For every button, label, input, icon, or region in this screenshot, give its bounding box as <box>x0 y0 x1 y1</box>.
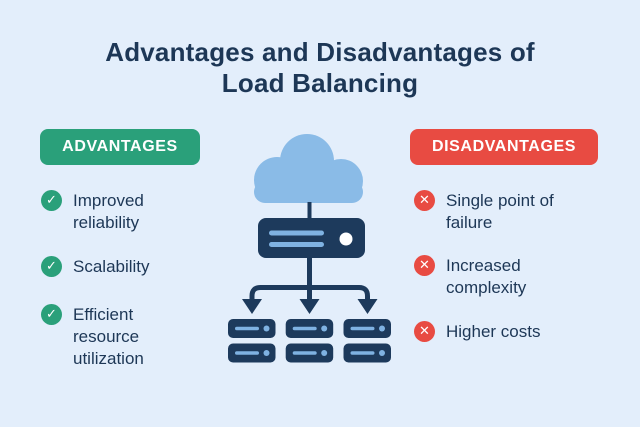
server-icon <box>228 319 276 338</box>
disadvantages-badge-label: DISADVANTAGES <box>431 138 577 155</box>
list-item-label: Single point of failure <box>446 191 554 232</box>
branch-arrows <box>242 258 378 314</box>
arrow-down-icon <box>299 299 320 314</box>
server-icon <box>285 319 334 338</box>
list-item-efficient-resource-utilization: ✓ Efficient resource utilization <box>41 304 185 370</box>
list-item-label: Higher costs <box>446 322 541 341</box>
advantages-badge: ADVANTAGES <box>40 129 200 165</box>
check-icon: ✓ <box>41 304 62 325</box>
load-balancing-diagram <box>228 134 391 363</box>
list-item-label: Improved reliability <box>73 191 144 232</box>
server-icon <box>343 319 391 338</box>
list-item-improved-reliability: ✓ Improved reliability <box>41 190 185 234</box>
list-item-label: Scalability <box>73 257 150 276</box>
cloud-icon <box>254 134 363 203</box>
x-icon: ✕ <box>414 321 435 342</box>
list-item-scalability: ✓ Scalability <box>41 256 150 278</box>
server-rack <box>228 319 391 363</box>
arrow-down-icon <box>242 299 262 314</box>
server-icon <box>228 343 276 363</box>
advantages-badge-label: ADVANTAGES <box>62 138 178 155</box>
server-icon <box>343 343 391 363</box>
list-item-higher-costs: ✕ Higher costs <box>414 321 540 343</box>
list-item-label: Efficient resource utilization <box>73 305 144 368</box>
disadvantages-badge: DISADVANTAGES <box>410 129 598 165</box>
page-title-line1: Advantages and Disadvantages of <box>105 37 535 67</box>
list-item-label: Increased complexity <box>446 256 527 297</box>
check-icon: ✓ <box>41 256 62 277</box>
list-item-increased-complexity: ✕ Increased complexity <box>414 255 558 299</box>
list-item-single-point-of-failure: ✕ Single point of failure <box>414 190 558 234</box>
arrow-down-icon <box>357 299 378 314</box>
load-balancer-icon <box>258 218 365 258</box>
x-icon: ✕ <box>414 190 435 211</box>
server-icon <box>285 343 334 363</box>
check-icon: ✓ <box>41 190 62 211</box>
page-title-line2: Load Balancing <box>221 68 419 98</box>
x-icon: ✕ <box>414 255 435 276</box>
